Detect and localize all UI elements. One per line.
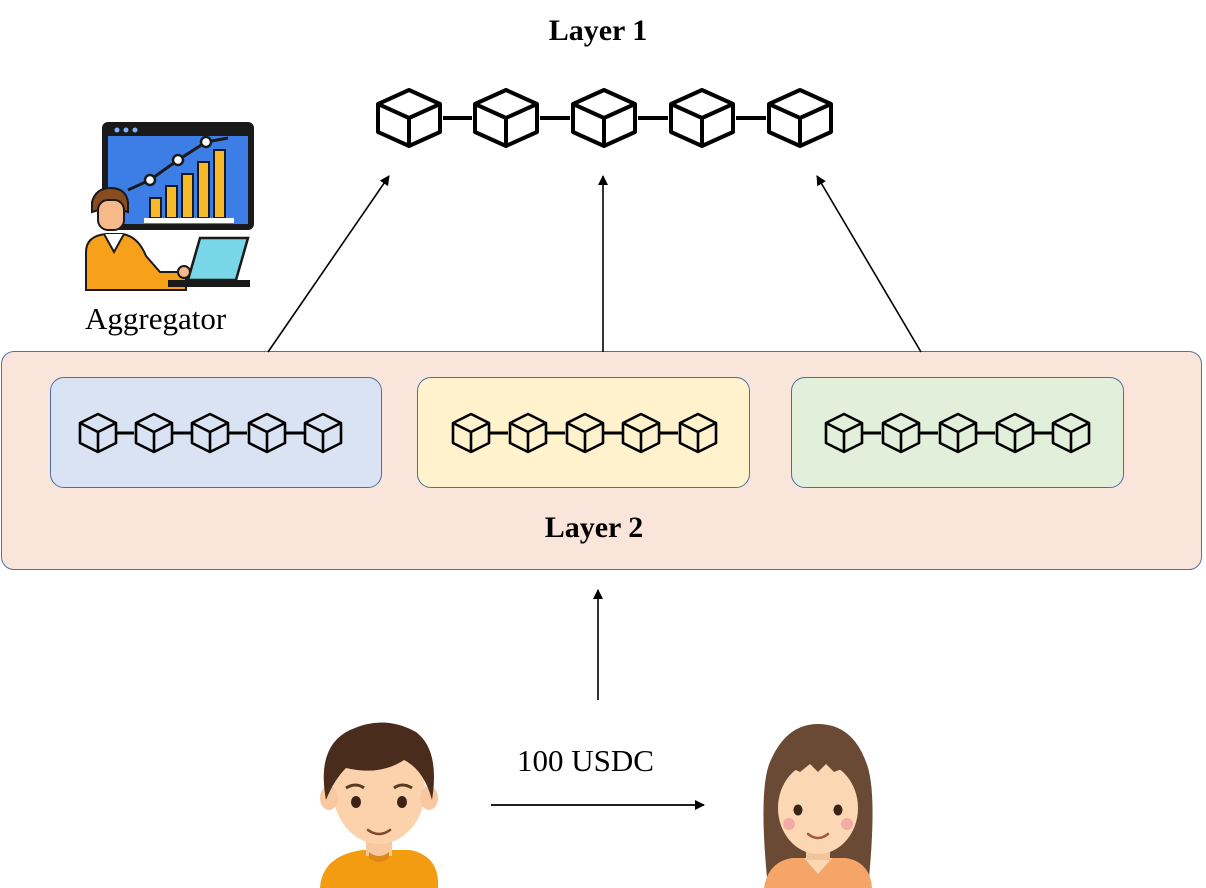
boy-avatar-icon xyxy=(320,722,439,888)
block-icon xyxy=(881,412,921,454)
aggregator-label: Aggregator xyxy=(85,301,227,336)
rollup-arrow-right xyxy=(816,175,922,353)
block-icon xyxy=(376,88,442,148)
block-icon xyxy=(669,88,735,148)
layer2-blockchain-yellow xyxy=(451,412,718,454)
block-icon xyxy=(473,88,539,148)
block-icon xyxy=(678,412,718,454)
block-icon xyxy=(565,412,605,454)
block-icon xyxy=(767,88,833,148)
block-icon xyxy=(303,412,343,454)
layer2-blockchain-blue xyxy=(78,412,343,454)
block-icon xyxy=(1051,412,1091,454)
girl-avatar-icon xyxy=(763,724,873,888)
layer2-chain-box-blue xyxy=(50,377,382,488)
rollup-arrow-left xyxy=(267,175,390,353)
layer1-blockchain xyxy=(376,88,833,148)
layer2-blockchain-green xyxy=(824,412,1091,454)
block-icon xyxy=(938,412,978,454)
layer1-title: Layer 1 xyxy=(548,14,648,47)
block-icon xyxy=(78,412,118,454)
layer2-title: Layer 2 xyxy=(544,511,644,544)
block-icon xyxy=(571,88,637,148)
aggregator-analyst-icon xyxy=(85,122,254,291)
block-icon xyxy=(190,412,230,454)
block-icon xyxy=(134,412,174,454)
block-icon xyxy=(995,412,1035,454)
transfer-amount-label: 100 USDC xyxy=(517,743,654,778)
block-icon xyxy=(621,412,661,454)
block-icon xyxy=(247,412,287,454)
block-icon xyxy=(824,412,864,454)
block-icon xyxy=(451,412,491,454)
block-icon xyxy=(508,412,548,454)
